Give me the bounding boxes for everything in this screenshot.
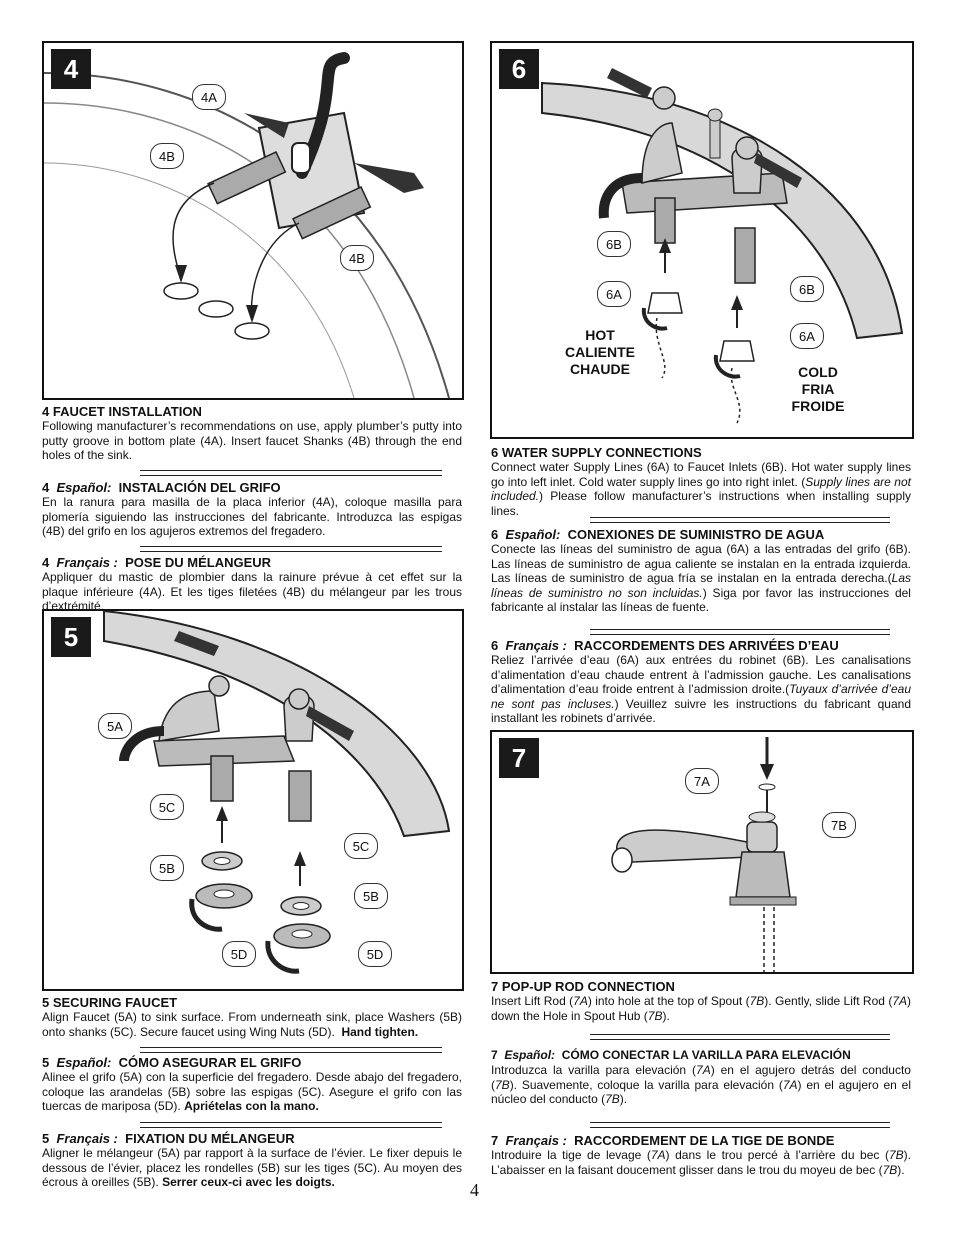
step-5-english-text: Align Faucet (5A) to sink surface. From … [42,1010,462,1039]
securing-faucet-drawing [103,611,451,974]
step-7-french-text: Introduire la tige de levage (7A) dans l… [491,1148,911,1177]
step-7-spanish: 7 Español: CÓMO CONECTAR LA VARILLA PARA… [491,1048,911,1107]
callout-7b: 7B [822,812,856,838]
step-5-french: 5 Français : FIXATION DU MÉLANGEUR Align… [42,1131,462,1190]
callout-5d-right: 5D [358,941,392,967]
step-6-english-title: 6 WATER SUPPLY CONNECTIONS [491,445,702,460]
faucet-installation-drawing [44,52,450,398]
step-5-english-title: 5 SECURING FAUCET [42,995,178,1010]
step-5-spanish-title: 5 Español: CÓMO ASEGURAR EL GRIFO [42,1055,302,1070]
step-4-spanish-title: 4 Español: INSTALACIÓN DEL GRIFO [42,480,281,495]
callout-6b-right: 6B [790,276,824,302]
step-6-french: 6 Français : RACCORDEMENTS DES ARRIVÉES … [491,638,911,726]
divider [590,1122,890,1128]
callout-6a-left: 6A [597,281,631,307]
step-7-english-title: 7 POP-UP ROD CONNECTION [491,979,675,994]
step-5-illustration: 5 5A 5C 5C 5B 5B 5D 5D [42,609,464,991]
step-5-french-text: Aligner le mélangeur (5A) par rapport à … [42,1146,462,1190]
step-4-illustration: 4 4A 4B 4B [42,41,464,400]
step-6-spanish-text: Conecte las líneas del suministro de agu… [491,542,911,615]
divider [140,470,442,476]
step-4-english-title: 4 FAUCET INSTALLATION [42,404,202,419]
step-4-english: 4 FAUCET INSTALLATION Following manufact… [42,404,462,463]
callout-5b-right: 5B [354,883,388,909]
step-4-spanish-text: En la ranura para masilla de la placa in… [42,495,462,539]
step-4-spanish: 4 Español: INSTALACIÓN DEL GRIFO En la r… [42,480,462,539]
callout-6b-left: 6B [597,231,631,257]
callout-5c-left: 5C [150,794,184,820]
callout-5b-left: 5B [150,855,184,881]
step-4-english-text: Following manufacturer’s recommendations… [42,419,462,463]
step-7-french-title: 7 Français : RACCORDEMENT DE LA TIGE DE … [491,1133,835,1148]
step-5-french-title: 5 Français : FIXATION DU MÉLANGEUR [42,1131,295,1146]
divider [140,1047,442,1053]
step-6-spanish-title: 6 Español: CONEXIONES DE SUMINISTRO DE A… [491,527,825,542]
callout-5a: 5A [98,713,132,739]
step-6-english: 6 WATER SUPPLY CONNECTIONS Connect water… [491,445,911,518]
step-7-number: 7 [499,738,539,778]
step-7-english: 7 POP-UP ROD CONNECTION Insert Lift Rod … [491,979,911,1023]
step-5-spanish: 5 Español: CÓMO ASEGURAR EL GRIFO Alinee… [42,1055,462,1114]
callout-4a: 4A [192,84,226,110]
callout-4b-left: 4B [150,143,184,169]
step-7-spanish-text: Introduzca la varilla para elevación (7A… [491,1063,911,1107]
callout-6a-right: 6A [790,323,824,349]
step-6-french-text: Reliez l’arrivée d’eau (6A) aux entrées … [491,653,911,726]
callout-5c-right: 5C [344,833,378,859]
step-7-french: 7 Français : RACCORDEMENT DE LA TIGE DE … [491,1133,911,1177]
divider [140,546,442,552]
step-7-english-text: Insert Lift Rod (7A) into hole at the to… [491,994,912,1023]
step-4-number: 4 [51,49,91,89]
step-6-french-title: 6 Français : RACCORDEMENTS DES ARRIVÉES … [491,638,839,653]
divider [590,1034,890,1040]
water-supply-drawing [541,68,904,424]
step-5-number: 5 [51,617,91,657]
step-5-english: 5 SECURING FAUCET Align Faucet (5A) to s… [42,995,462,1039]
callout-5d-left: 5D [222,941,256,967]
pop-up-rod-drawing [611,737,797,972]
step-7-illustration: 7 7A 7B [490,730,914,974]
divider [590,517,890,523]
divider [590,629,890,635]
step-5-spanish-text: Alinee el grifo (5A) con la superficie d… [42,1070,462,1114]
step-4-french-title: 4 Français : POSE DU MÉLANGEUR [42,555,272,570]
step-6-english-text: Connect water Supply Lines (6A) to Fauce… [491,460,911,518]
step-7-spanish-title: 7 Español: CÓMO CONECTAR LA VARILLA PARA… [491,1048,851,1062]
step-6-spanish: 6 Español: CONEXIONES DE SUMINISTRO DE A… [491,527,911,615]
divider [140,1122,442,1128]
page-number: 4 [470,1180,479,1200]
step-4-french-text: Appliquer du mastic de plombier dans la … [42,570,462,614]
callout-7a: 7A [685,768,719,794]
step-6-number: 6 [499,49,539,89]
step-4-french: 4 Français : POSE DU MÉLANGEUR Appliquer… [42,555,462,614]
callout-4b-right: 4B [340,245,374,271]
